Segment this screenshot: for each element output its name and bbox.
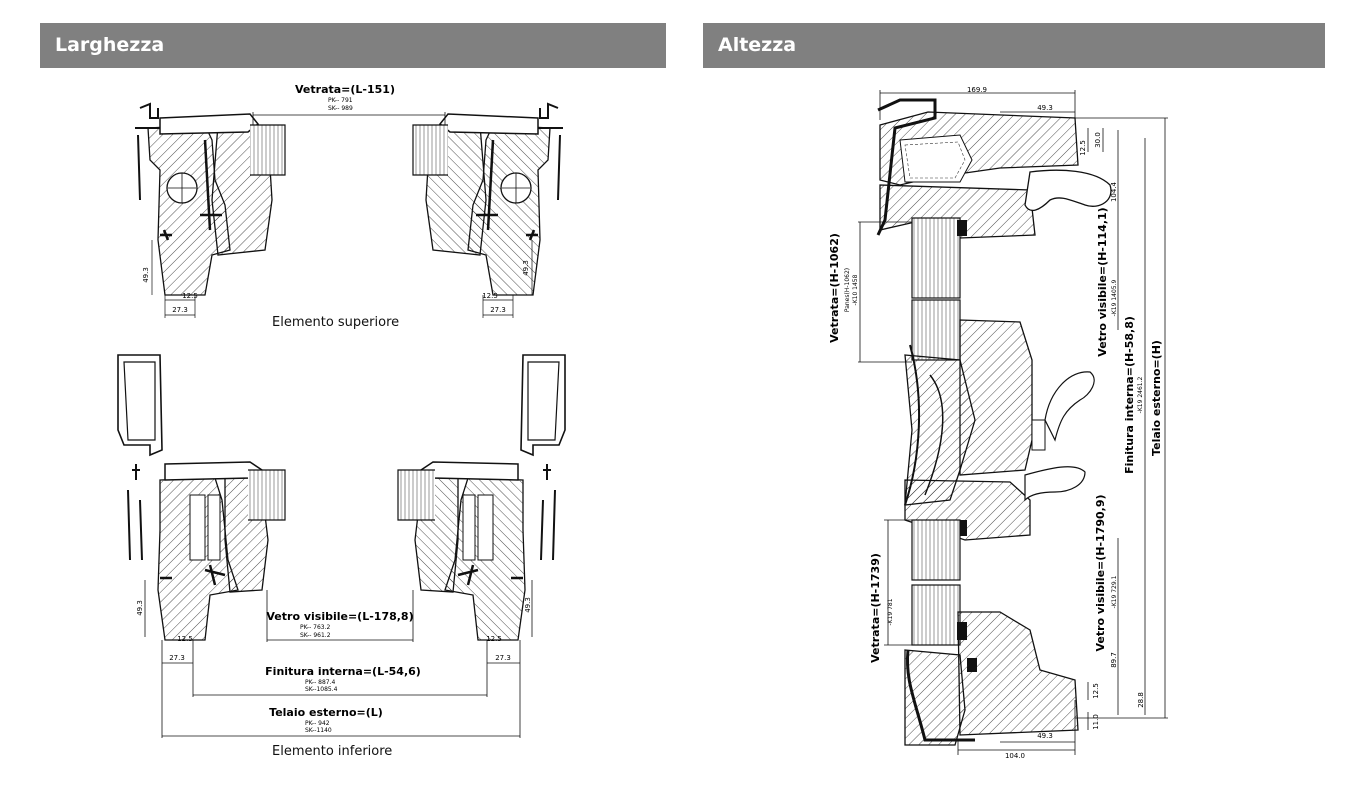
dim-169-9: 169.9 [967,86,987,94]
dim-49-3-ur: 49.3 [522,260,530,276]
vetrata-top-label: Vetrata=(H-1062) [828,233,841,343]
dimension-vetrata-upper: Vetrata=(L-151) PK-- 791 SK-- 989 [252,83,446,125]
upper-left-small-dims [151,240,196,318]
finitura-interna-width-label: Finitura interna=(L-54,6) [265,665,421,678]
vetrata-bottom-label: Vetrata=(H-1739) [869,553,882,663]
telaio-esterno-pk: PK-- 942 [305,720,330,727]
vetro-visibile-top-k: -K19 1405.9 [1111,280,1118,317]
dim-27-3-ur: 27.3 [490,306,506,314]
dim-30-0: 30.0 [1094,132,1102,148]
section-header-width: Larghezza [40,23,666,68]
dim-12-5-top: 12.5 [1079,140,1087,156]
dim-11-0: 11.0 [1092,714,1100,730]
caption-upper-element: Elemento superiore [272,315,400,330]
dim-49-3-ll: 49.3 [136,600,144,616]
vetrata-top-sub: Panes(H-1062) [844,268,851,312]
dim-104-4: 104.4 [1110,181,1118,202]
lower-element-left-profile [116,353,287,642]
dimension-lines-lower [144,580,533,738]
dim-12-5-bottom: 12.5 [1092,683,1100,699]
upper-element-left-profile [133,102,287,297]
height-dimension-lines [858,90,1168,755]
telaio-esterno-height-label: Telaio esterno=(H) [1150,340,1163,456]
dim-27-3-ll: 27.3 [169,654,185,662]
section-title-width: Larghezza [55,34,165,56]
vetro-visibile-bottom-label: Vetro visibile=(H-1790,9) [1094,494,1107,651]
telaio-esterno-width-label: Telaio esterno=(L) [269,706,383,719]
vetrata-bottom-k: -K19 781 [887,598,894,625]
upper-element-right-profile [411,102,565,297]
height-section-drawing [876,98,1112,746]
finitura-interna-pk: PK-- 887.4 [305,679,336,686]
section-title-height: Altezza [718,34,797,56]
section-header-height: Altezza [703,23,1325,68]
finitura-interna-height-label: Finitura interna=(H-58,8) [1123,316,1136,474]
dim-27-3-lr: 27.3 [495,654,511,662]
lower-element-right-profile [396,353,567,642]
vetro-visibile-width-label: Vetro visibile=(L-178,8) [266,610,413,623]
dim-12-5-ur: 12.5 [482,292,498,300]
dim-49-3-ul: 49.3 [142,267,150,283]
dim-89-7: 89.7 [1110,652,1118,668]
dim-27-3-ul: 27.3 [172,306,188,314]
dim-28-8: 28.8 [1137,692,1145,708]
dim-12-5-lr: 12.5 [486,635,502,643]
dim-49-3-bottom: 49.3 [1037,732,1053,740]
caption-lower-element: Elemento inferiore [272,744,393,759]
vetrata-pk: PK-- 791 [328,97,353,104]
vetro-visibile-pk: PK-- 763.2 [300,624,331,631]
vetro-visibile-top-label: Vetro visibile=(H-114,1) [1096,207,1109,356]
dim-49-3-lr: 49.3 [524,597,532,613]
dim-12-5-ul: 12.5 [182,292,198,300]
vetro-visibile-sk: SK-- 961.2 [300,632,331,639]
finitura-interna-height-k: -K19 2461.2 [1137,377,1144,414]
dim-49-3-top: 49.3 [1037,104,1053,112]
telaio-esterno-sk: SK--1140 [305,727,332,734]
vetro-visibile-bottom-k: -K19 729.1 [1111,575,1118,608]
dim-104-0: 104.0 [1005,752,1025,760]
vetrata-top-k: -K10 1458 [852,274,859,305]
vetrata-sk: SK-- 989 [328,105,353,112]
vetrata-width-label: Vetrata=(L-151) [295,83,395,96]
dim-12-5-ll: 12.5 [177,635,193,643]
upper-right-small-dims [482,240,533,318]
finitura-interna-sk: SK--1085.4 [305,686,338,693]
